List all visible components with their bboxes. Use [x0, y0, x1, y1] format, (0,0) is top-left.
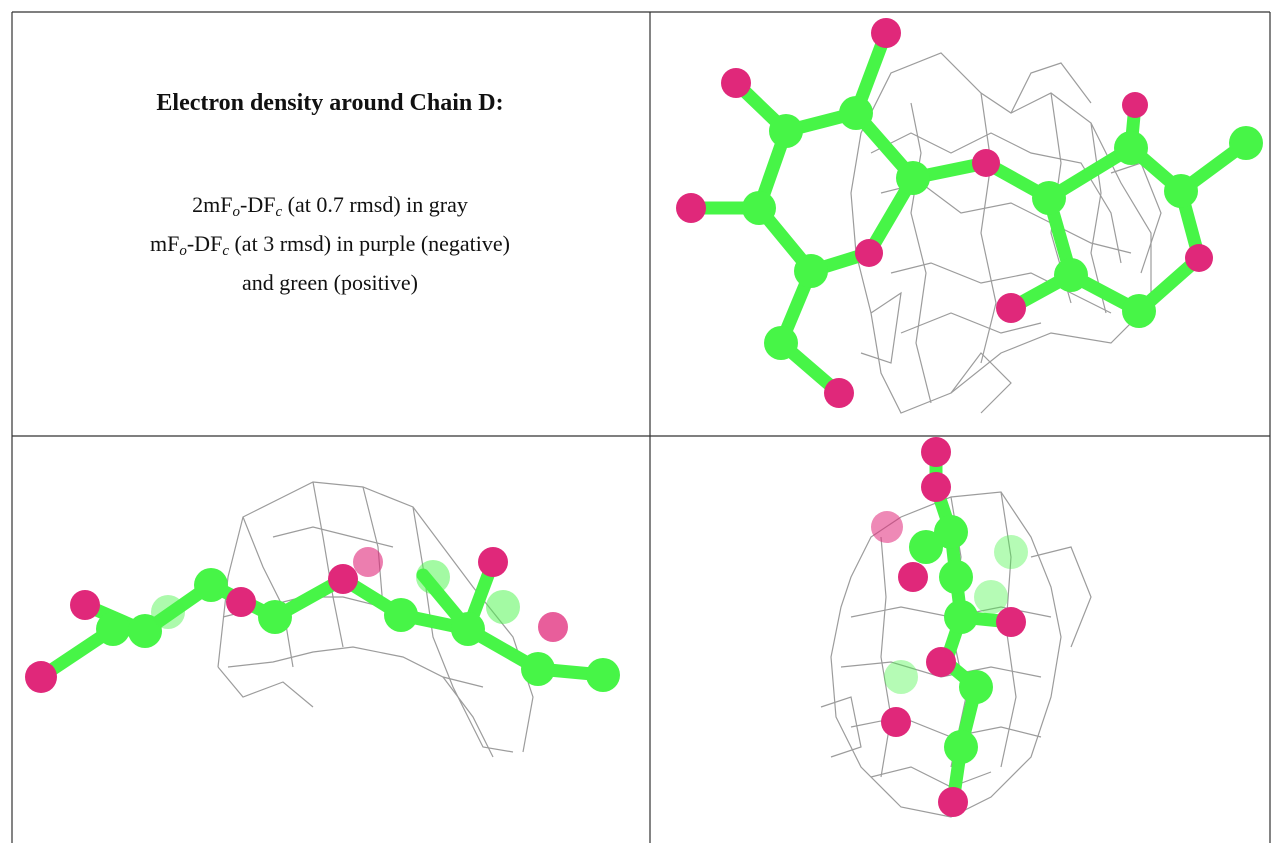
molecule-view-3-canvas: [820, 437, 1092, 818]
molecule-view-2: [13, 437, 649, 842]
caption-line-1: 2mFo-DFc (at 0.7 rmsd) in gray: [192, 192, 468, 220]
atoms: [25, 547, 620, 693]
molecule-view-1: [651, 13, 1269, 435]
atoms: [676, 18, 1263, 408]
caption-cell: Electron density around Chain D: 2mFo-DF…: [20, 90, 640, 298]
density-mesh: [850, 52, 1162, 414]
molecule-view-3: [651, 437, 1269, 842]
atoms: [871, 437, 1028, 817]
caption-title: Electron density around Chain D:: [156, 90, 504, 116]
caption-line-3: and green (positive): [242, 270, 418, 295]
molecule-view-1-canvas: [676, 18, 1263, 414]
molecule-view-2-canvas: [25, 481, 620, 758]
caption-line-2: mFo-DFc (at 3 rmsd) in purple (negative): [150, 231, 510, 259]
